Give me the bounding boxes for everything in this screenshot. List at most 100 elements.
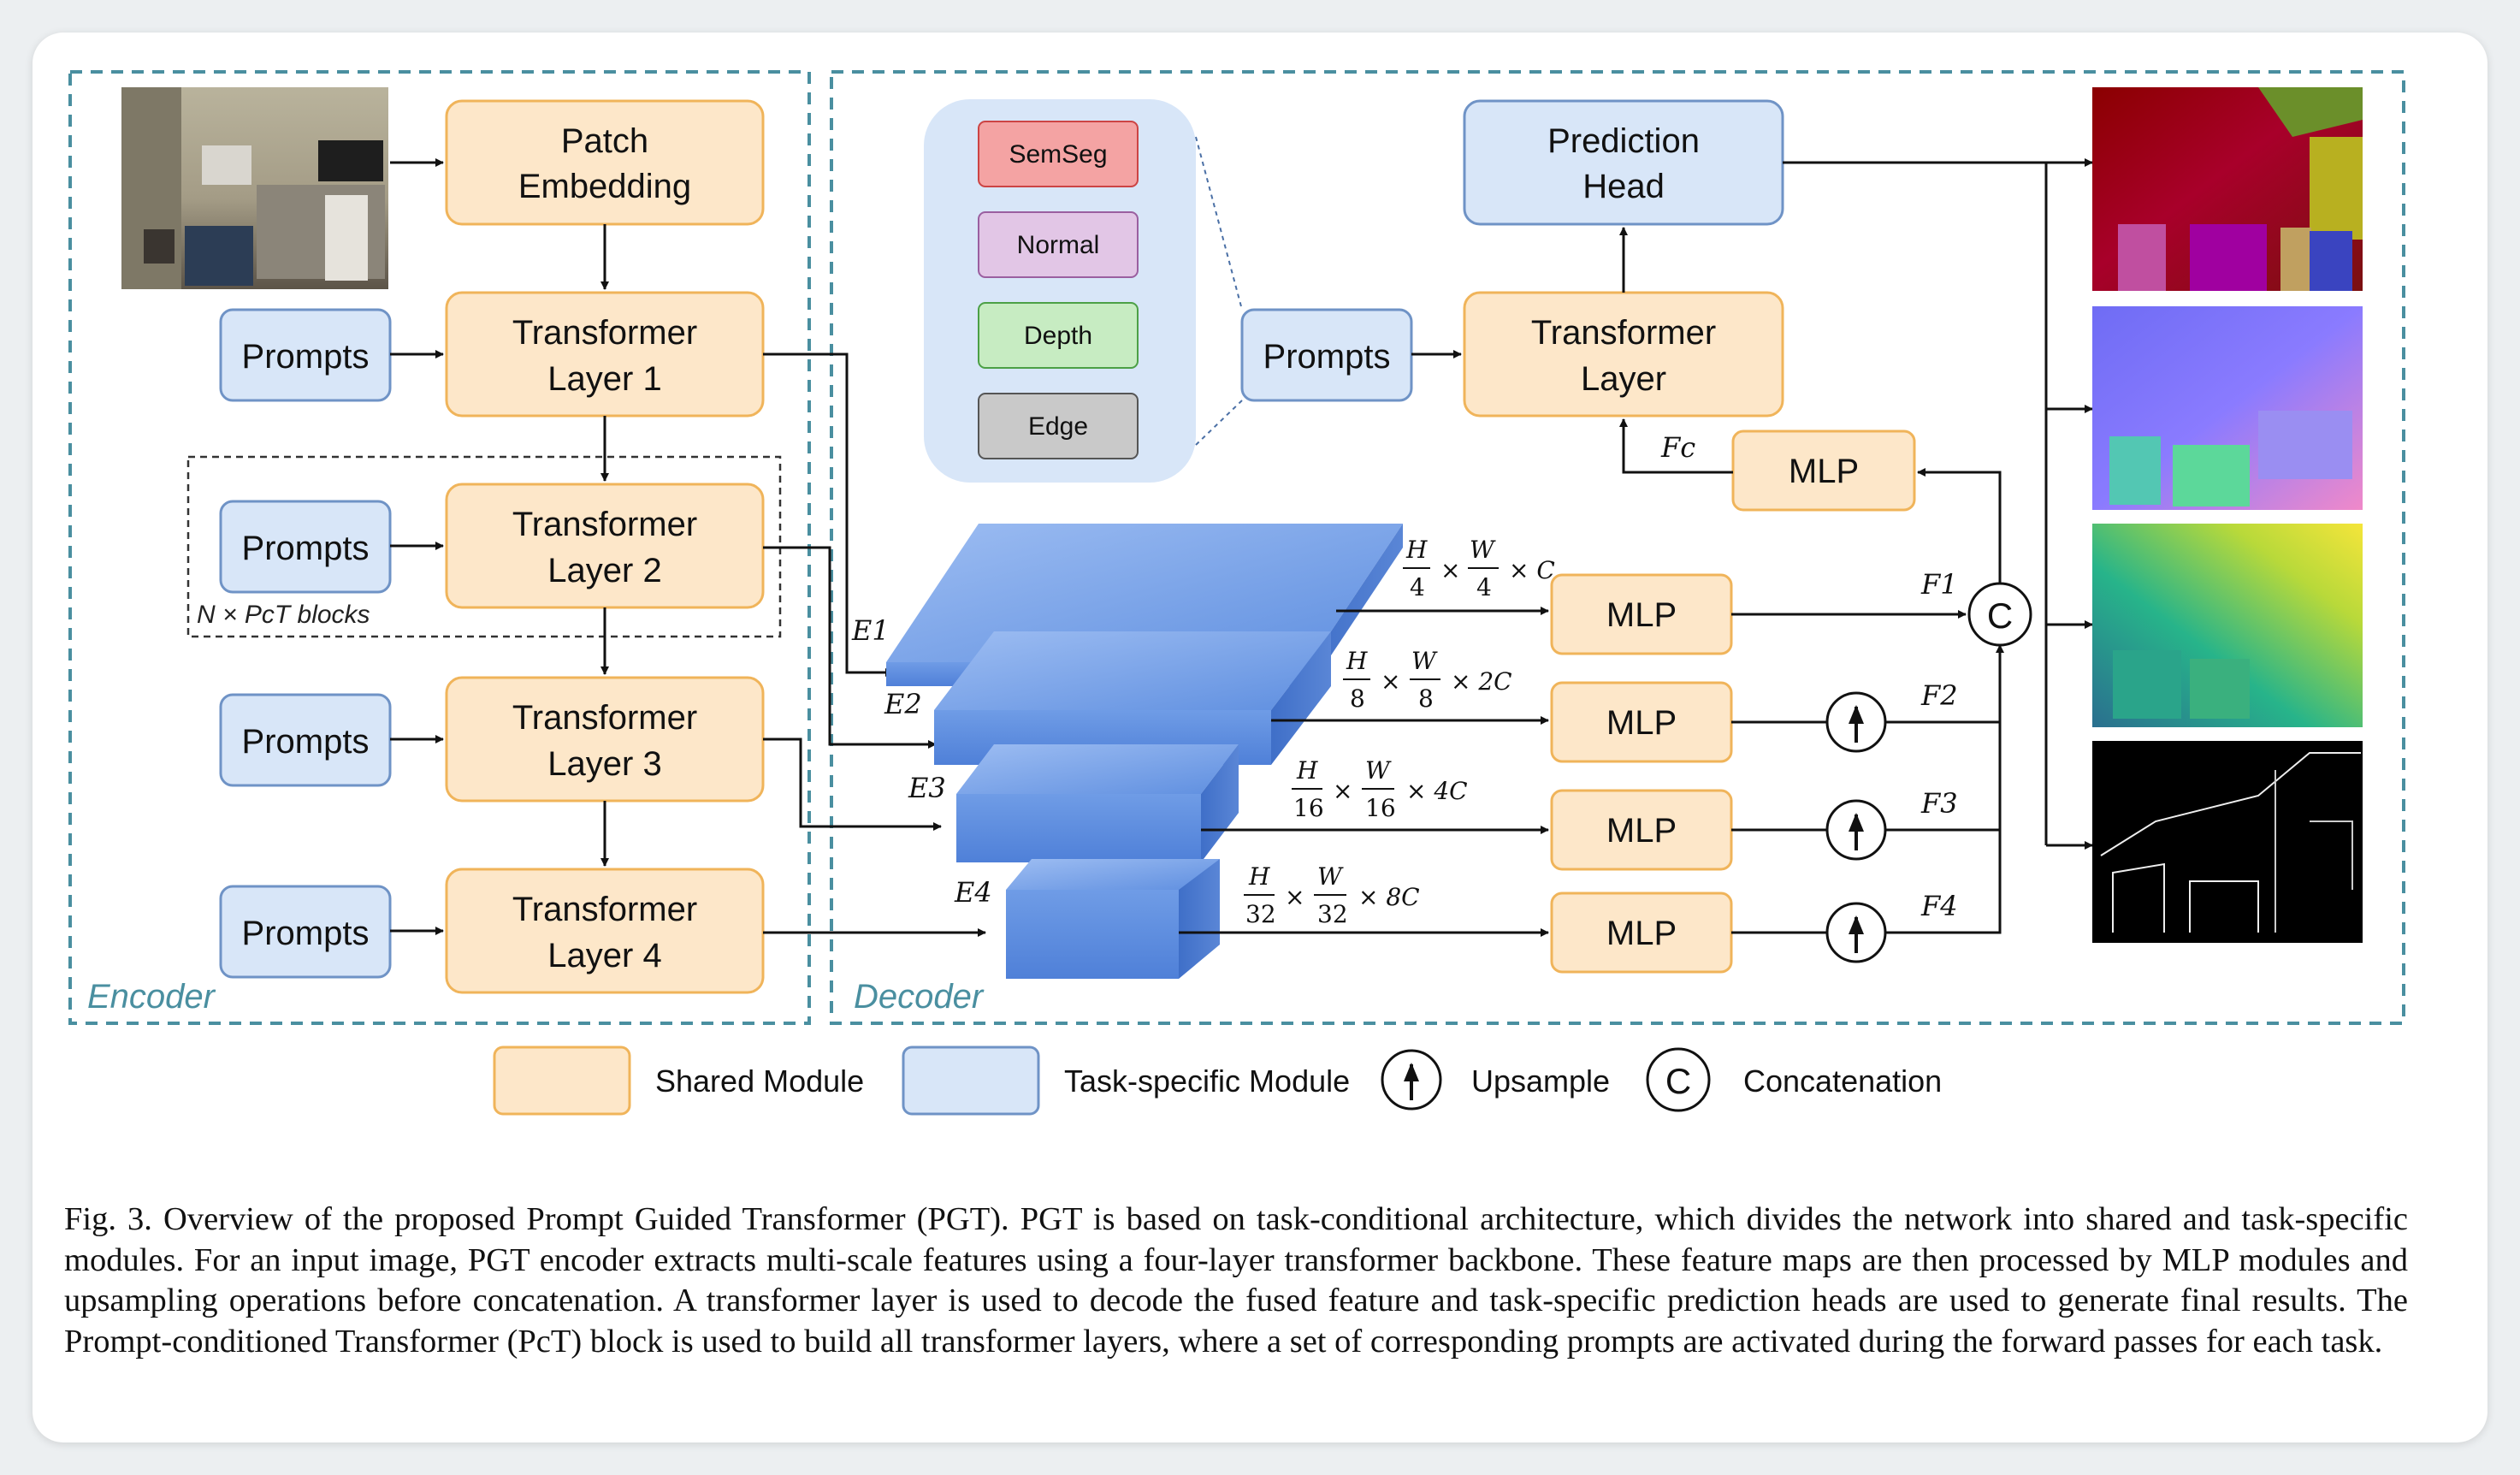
svg-text:4: 4 (1476, 573, 1492, 601)
svg-text:F1: F1 (1920, 568, 1958, 601)
svg-text:Prompts: Prompts (242, 723, 370, 761)
svg-text:W: W (1470, 536, 1496, 564)
svg-text:Layer: Layer (1581, 360, 1666, 398)
fc-label: Fc (1660, 431, 1695, 464)
svg-text:W: W (1317, 862, 1344, 891)
svg-text:Depth: Depth (1024, 322, 1092, 350)
svg-text:× 8C: × 8C (1358, 883, 1420, 911)
legend-concat-icon (1646, 1047, 1711, 1112)
encoder-label: Encoder (87, 978, 216, 1016)
svg-text:Layer 4: Layer 4 (547, 937, 661, 974)
svg-text:8: 8 (1418, 684, 1434, 713)
svg-text:4: 4 (1410, 573, 1425, 601)
mlp-3: MLP (1550, 789, 1733, 871)
svg-text:MLP: MLP (1606, 915, 1677, 952)
svg-text:MLP: MLP (1606, 596, 1677, 634)
fused-labels: F1 F2 F3 F4 (1920, 568, 1958, 922)
svg-text:Prediction: Prediction (1547, 122, 1700, 160)
svg-text:F4: F4 (1920, 890, 1958, 922)
pct-blocks-frame (186, 455, 782, 638)
svg-text:Prompts: Prompts (242, 530, 370, 567)
svg-text:32: 32 (1317, 900, 1348, 928)
fusion-arrows (1731, 468, 2004, 934)
svg-text:C: C (1987, 595, 2013, 636)
svg-text:16: 16 (1365, 794, 1396, 822)
transformer-layer-4: Transformer Layer 4 (445, 868, 765, 994)
prediction-head: Prediction Head (1463, 99, 1784, 226)
svg-text:E2: E2 (884, 688, 922, 720)
legend: Shared Module Task-specific Module Upsam… (493, 1046, 1942, 1116)
transformer-layer-2: Transformer Layer 2 (445, 483, 765, 609)
svg-text:C: C (1665, 1061, 1691, 1101)
svg-text:Embedding: Embedding (518, 168, 691, 205)
svg-text:MLP: MLP (1606, 812, 1677, 850)
transformer-layer-3: Transformer Layer 3 (445, 676, 765, 803)
decoder-transformer-layer: Transformer Layer (1463, 291, 1784, 418)
encoder-prompts-2: Prompts (219, 500, 392, 594)
svg-text:H: H (1405, 536, 1428, 564)
task-semseg: SemSeg (978, 121, 1139, 187)
svg-text:W: W (1365, 756, 1392, 785)
upsample-2 (1825, 691, 1887, 753)
svg-text:16: 16 (1293, 794, 1324, 822)
svg-text:Edge: Edge (1028, 412, 1088, 441)
svg-text:Layer 1: Layer 1 (547, 360, 661, 398)
svg-text:Prompts: Prompts (242, 915, 370, 952)
svg-text:× C: × C (1509, 556, 1555, 584)
svg-text:Transformer: Transformer (512, 314, 697, 352)
svg-text:Normal: Normal (1017, 231, 1100, 259)
svg-text:×: × (1333, 777, 1352, 805)
transformer-layer-1: Transformer Layer 1 (445, 291, 765, 418)
mlp-fuse: MLP (1731, 429, 1916, 512)
output-depth-map (2092, 524, 2363, 727)
mlp-1: MLP (1550, 573, 1733, 655)
legend-task-label: Task-specific Module (1064, 1063, 1350, 1099)
svg-text:× 2C: × 2C (1451, 667, 1512, 696)
svg-text:Prompts: Prompts (242, 338, 370, 376)
svg-text:MLP: MLP (1606, 704, 1677, 742)
mlp-2: MLP (1550, 681, 1733, 763)
svg-text:Transformer: Transformer (1531, 314, 1716, 352)
decoder-frame (830, 70, 2405, 1025)
task-prompt-pool (924, 99, 1243, 483)
encoder-prompts-4: Prompts (219, 885, 392, 979)
feature-slab-e3 (956, 744, 1239, 862)
svg-text:×: × (1440, 556, 1460, 584)
legend-concat-label: Concatenation (1743, 1063, 1942, 1099)
svg-text:×: × (1381, 667, 1400, 696)
svg-text:Patch: Patch (561, 122, 648, 160)
svg-text:W: W (1411, 647, 1438, 675)
svg-text:F2: F2 (1920, 679, 1958, 712)
task-edge: Edge (978, 393, 1139, 459)
decoder-label: Decoder (854, 978, 985, 1016)
svg-text:H: H (1346, 647, 1368, 675)
svg-text:E3: E3 (908, 772, 946, 804)
concat-node: C (1967, 582, 2032, 647)
output-normal-map (2092, 306, 2363, 510)
legend-task-swatch (902, 1046, 1040, 1116)
task-normal: Normal (978, 211, 1139, 278)
svg-text:F3: F3 (1920, 787, 1958, 820)
upsample-3 (1825, 799, 1887, 861)
svg-text:Layer 2: Layer 2 (547, 552, 661, 589)
legend-shared-label: Shared Module (655, 1063, 864, 1099)
scale-e3: H 16 × W 16 × 4C (1292, 756, 1468, 822)
encoder-prompts-3: Prompts (219, 693, 392, 787)
feature-slab-e4 (1006, 859, 1220, 979)
pct-blocks-label: N × PcT blocks (197, 601, 370, 629)
scale-e2: H 8 × W 8 × 2C (1343, 647, 1512, 713)
patch-embedding-block: Patch Embedding (445, 99, 765, 226)
svg-text:H: H (1248, 862, 1270, 891)
svg-text:Transformer: Transformer (512, 891, 697, 928)
svg-text:32: 32 (1245, 900, 1276, 928)
svg-text:SemSeg: SemSeg (1009, 140, 1107, 169)
svg-text:Transformer: Transformer (512, 699, 697, 737)
svg-text:Transformer: Transformer (512, 506, 697, 543)
slab-mlp-arrows (1179, 607, 1549, 937)
svg-text:E4: E4 (954, 876, 992, 909)
legend-shared-swatch (493, 1046, 631, 1116)
output-semseg-map (2092, 87, 2363, 291)
svg-text:Layer 3: Layer 3 (547, 745, 661, 783)
feature-labels: E1 E2 E3 E4 (851, 614, 992, 909)
